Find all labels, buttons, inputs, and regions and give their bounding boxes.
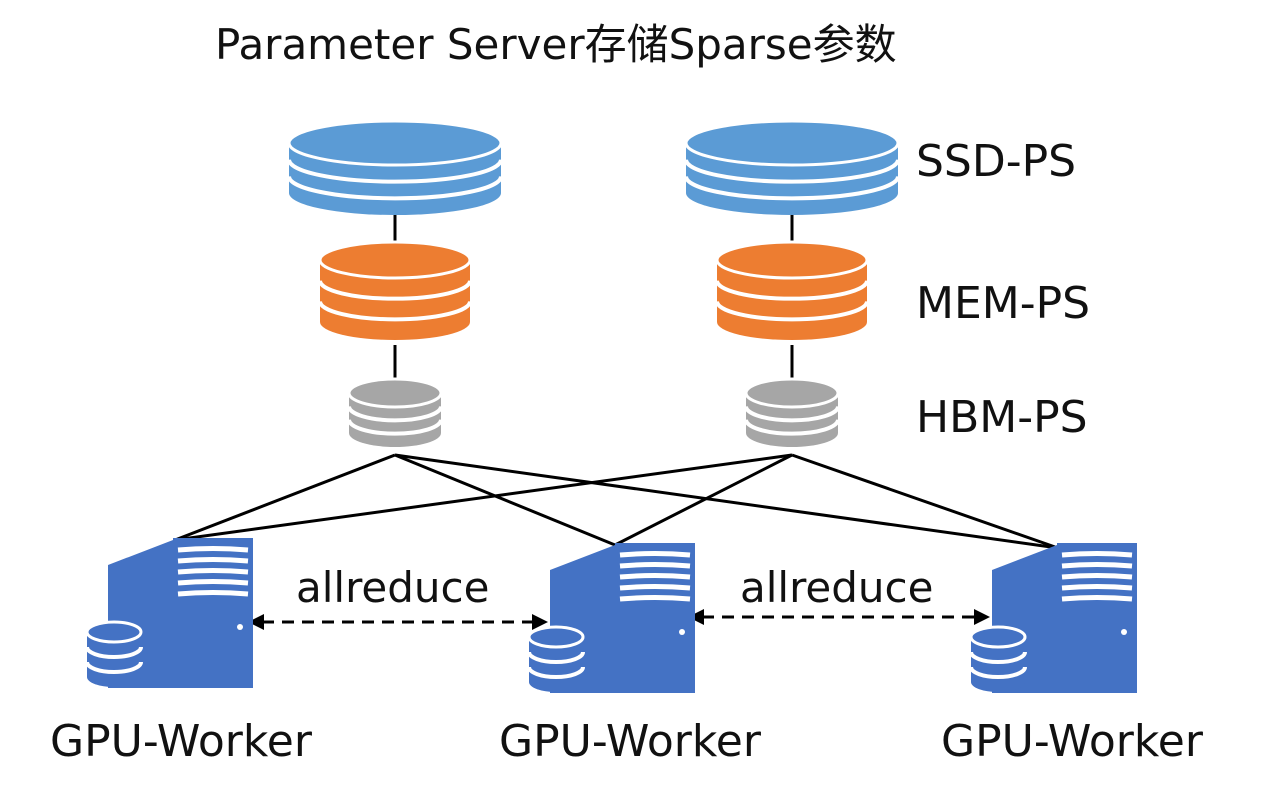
mem-ps-database-icon-2 — [715, 240, 869, 340]
ssd-ps-database-icon-1 — [287, 119, 503, 215]
worker-database-icon-2 — [527, 625, 585, 692]
hbm-ps-database-icon-1 — [347, 377, 443, 447]
ssd-ps-database-icon-2 — [684, 119, 900, 215]
diagram-title: Parameter Server存储Sparse参数 — [215, 20, 897, 69]
hbm-ps-database-icon-2 — [744, 377, 840, 447]
link-ps1-worker2 — [394, 453, 616, 547]
tier-label-ssd-ps: SSD-PS — [916, 136, 1077, 187]
allreduce-arrow-1 — [248, 614, 548, 630]
tier-label-hbm-ps: HBM-PS — [916, 392, 1088, 443]
mem-ps-database-icon-1 — [318, 240, 472, 340]
tier-label-mem-ps: MEM-PS — [916, 278, 1091, 329]
worker-group — [85, 538, 1137, 693]
allreduce-arrow-2 — [688, 609, 990, 625]
gpu-worker-server-icon-3 — [992, 543, 1137, 693]
allreduce-label-1: allreduce — [296, 563, 490, 612]
link-ps1-worker1 — [174, 453, 396, 542]
worker-label-2: GPU-Worker — [499, 716, 761, 767]
link-ps2-worker2 — [614, 453, 793, 547]
worker-database-icon-3 — [969, 625, 1027, 692]
link-ps2-worker1 — [174, 453, 793, 542]
link-ps1-worker3 — [394, 453, 1059, 550]
worker-database-icon-1 — [85, 620, 143, 687]
ps-to-worker-links — [174, 453, 1059, 550]
worker-label-3: GPU-Worker — [941, 716, 1203, 767]
ps-stacks — [287, 119, 900, 447]
worker-label-1: GPU-Worker — [50, 716, 312, 767]
allreduce-label-2: allreduce — [740, 563, 934, 612]
allreduce-arrows — [248, 609, 990, 630]
link-ps2-worker3 — [791, 453, 1059, 550]
